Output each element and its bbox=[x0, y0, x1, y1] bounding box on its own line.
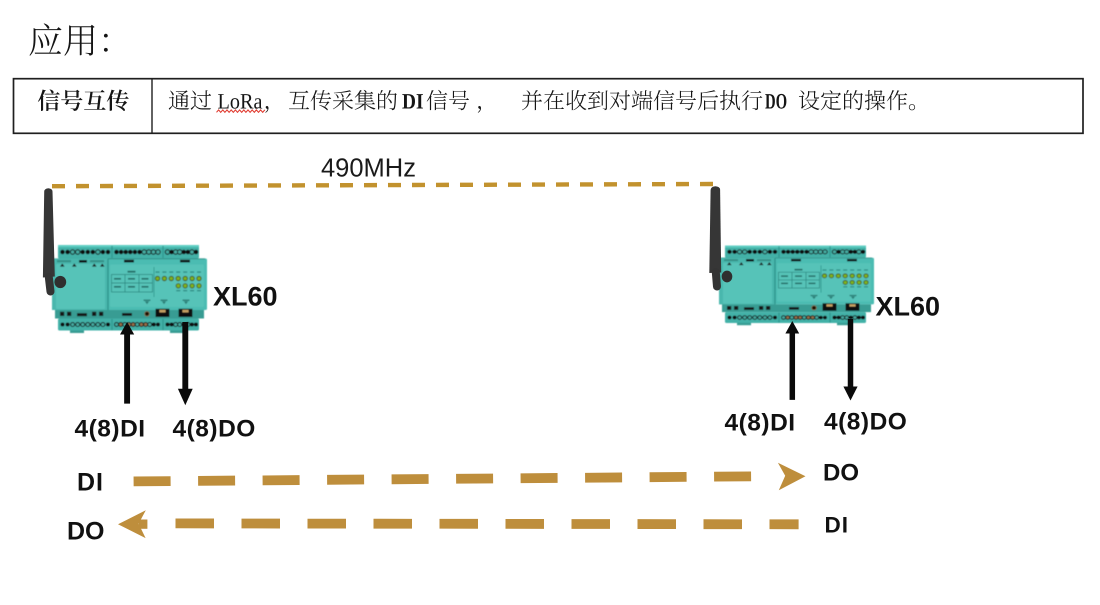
svg-text:DI: DI bbox=[825, 513, 850, 538]
svg-text:XL60: XL60 bbox=[876, 292, 941, 322]
svg-text:DO: DO bbox=[67, 517, 105, 545]
svg-text:4(8)DO: 4(8)DO bbox=[824, 409, 907, 436]
svg-text:4(8)DI: 4(8)DI bbox=[725, 410, 796, 437]
svg-text:XL60: XL60 bbox=[213, 282, 278, 312]
svg-text:490MHz: 490MHz bbox=[321, 155, 416, 183]
svg-text:4(8)DO: 4(8)DO bbox=[173, 416, 256, 443]
svg-text:4(8)DI: 4(8)DI bbox=[75, 416, 146, 443]
svg-text:DO: DO bbox=[823, 460, 859, 487]
svg-text:DI: DI bbox=[77, 468, 104, 496]
